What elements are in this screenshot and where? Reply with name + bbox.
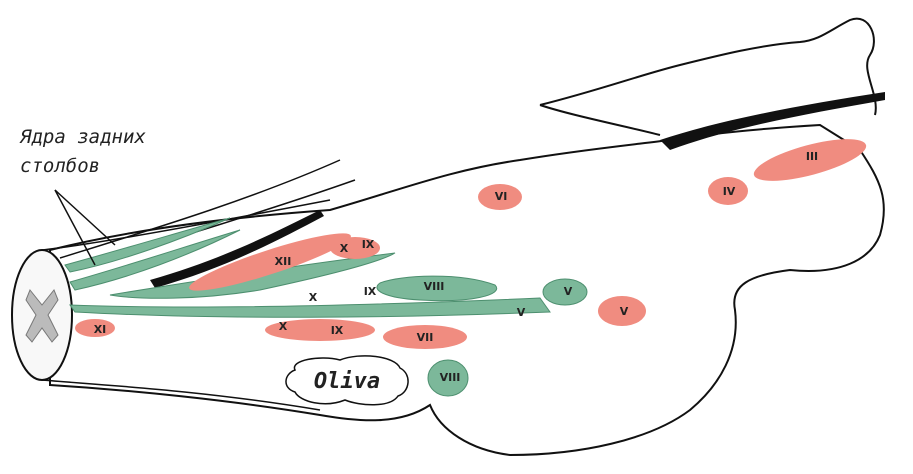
label-v-red: V — [620, 305, 629, 318]
label-iii: III — [806, 150, 818, 163]
oliva-label: Oliva — [314, 369, 380, 394]
caption-line-1: Ядра задних — [19, 126, 146, 148]
caption-line-2: столбов — [20, 155, 100, 177]
label-xii: XII — [275, 255, 292, 268]
label-vii: VII — [417, 331, 434, 344]
label-ix-mid: IX — [364, 285, 377, 298]
label-v-green-nucleus: V — [564, 285, 573, 298]
label-viii-lower: VIII — [440, 371, 461, 384]
label-x-mid: X — [309, 291, 318, 304]
label-x-upper: X — [340, 242, 349, 255]
label-ix-lower: IX — [331, 324, 344, 337]
label-x-lower: X — [279, 320, 288, 333]
label-xi: XI — [94, 323, 107, 336]
upper-contour-2 — [540, 105, 660, 135]
upper-contour — [540, 19, 876, 115]
label-ix-upper: IX — [362, 238, 375, 251]
label-iv: IV — [723, 185, 736, 198]
label-v-tract: V — [517, 306, 526, 319]
label-viii-green: VIII — [424, 280, 445, 293]
label-vi: VI — [495, 190, 508, 203]
pointer-line-1 — [55, 190, 115, 245]
